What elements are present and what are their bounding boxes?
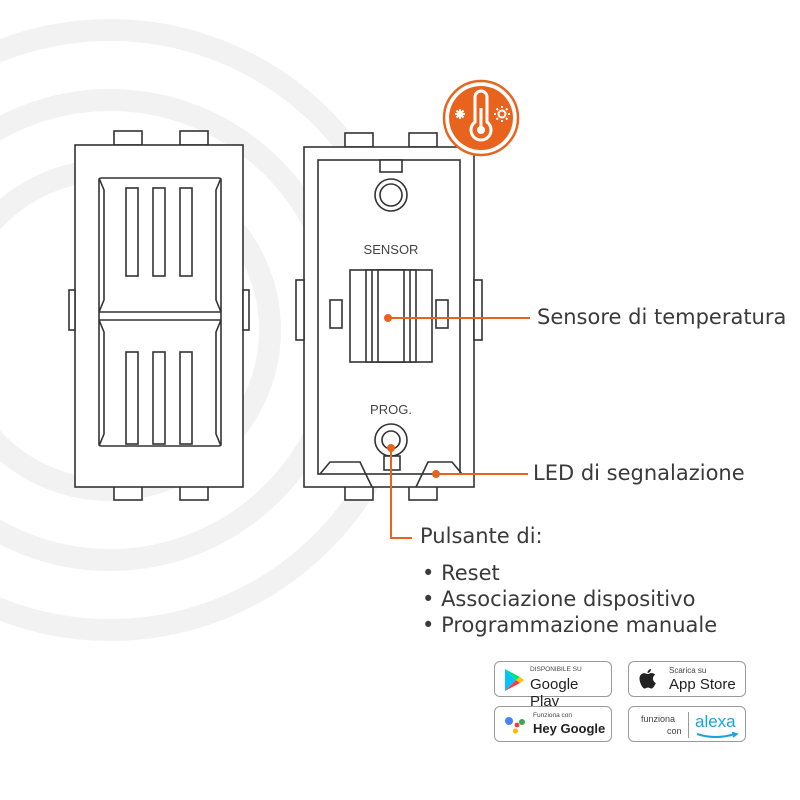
button-callout-label: Pulsante di: [420, 524, 543, 548]
list-item: Reset [422, 560, 717, 586]
list-item: Associazione dispositivo [422, 586, 717, 612]
app-store-big: App Store [669, 676, 736, 693]
callout-lines [384, 314, 530, 539]
temperature-sensor [349, 269, 433, 363]
hey-google-small: Funziona con [533, 712, 573, 719]
google-play-small: DISPONIBILE SU [530, 666, 582, 673]
app-store-badge[interactable]: Scarica su App Store [628, 661, 746, 697]
snowflake-icon [455, 109, 465, 119]
device-front-view [68, 130, 250, 501]
alexa-small-1: funziona [641, 714, 676, 724]
alexa-big: alexa [695, 712, 736, 731]
led-callout-label: LED di segnalazione [533, 461, 745, 485]
button-functions-list: Reset Associazione dispositivo Programma… [422, 560, 717, 638]
thermometer-icon [469, 89, 493, 142]
apple-icon [639, 669, 656, 689]
vent-slots-top [125, 187, 193, 277]
sensor-callout-label: Sensore di temperatura [537, 305, 787, 329]
alexa-small-2: con [667, 726, 682, 736]
google-play-icon [505, 669, 524, 691]
alexa-smile-icon [696, 732, 739, 738]
list-item: Programmazione manuale [422, 612, 717, 638]
hey-google-big: Hey Google [533, 721, 606, 736]
sun-icon [494, 106, 510, 122]
hey-google-badge[interactable]: Funziona con Hey Google [494, 706, 612, 742]
thermostat-badge [442, 79, 520, 157]
vent-slots-bottom [125, 351, 193, 445]
google-play-badge[interactable]: DISPONIBILE SU Google Play [494, 661, 612, 710]
prog-label: PROG. [370, 402, 412, 417]
alexa-divider [688, 712, 689, 738]
button-leader-line [390, 448, 412, 539]
google-assistant-icon [505, 717, 525, 734]
alexa-badge[interactable]: funziona con alexa [628, 706, 746, 742]
google-play-big: Google Play [530, 676, 579, 710]
app-store-small: Scarica su [669, 666, 707, 675]
sensor-label: SENSOR [364, 242, 419, 257]
